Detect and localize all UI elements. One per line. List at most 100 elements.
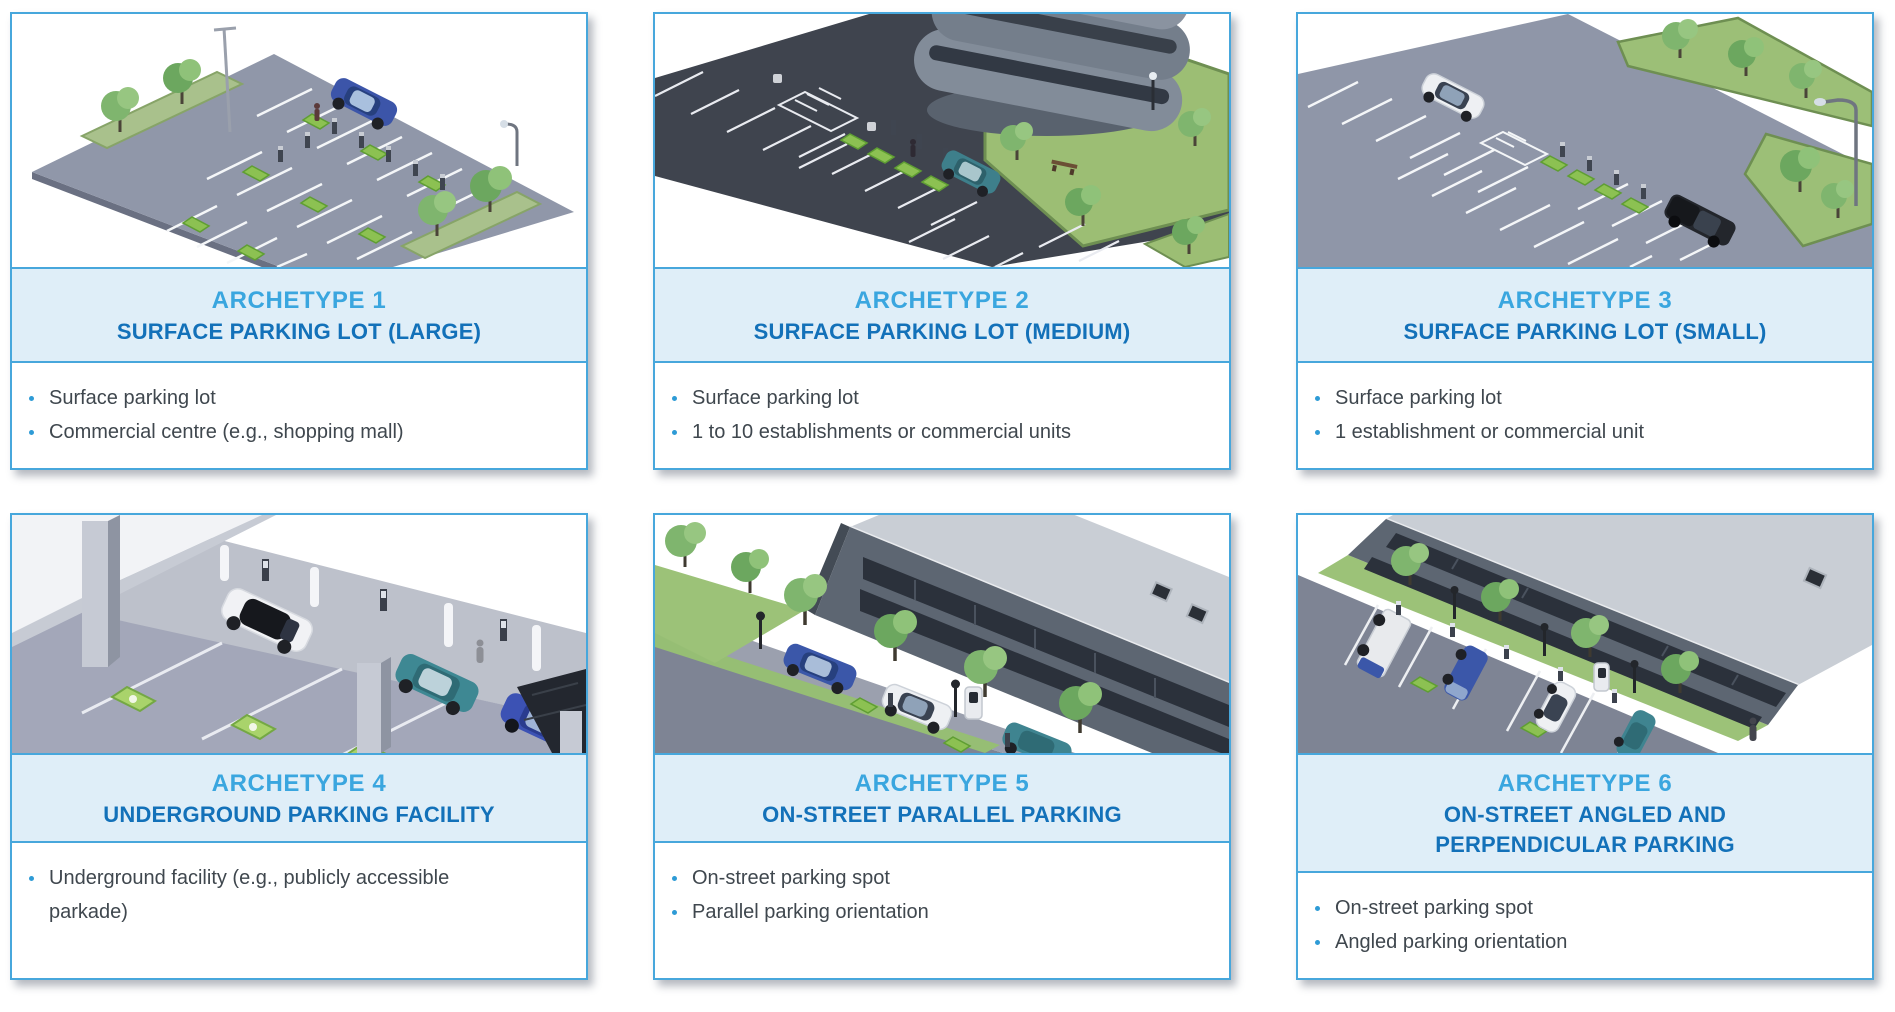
charging-posts: [1396, 601, 1617, 693]
teal-hatchback: [395, 654, 479, 716]
archetype-subtitle: UNDERGROUND PARKING FACILITY: [103, 801, 495, 827]
archetype-6-card: ARCHETYPE 6 ON-STREET ANGLED AND PERPEND…: [1296, 513, 1874, 980]
lamp-post: [756, 611, 765, 649]
accessible-hatch: [1478, 130, 1550, 167]
tree: [784, 574, 827, 625]
grass-verge: [655, 633, 1000, 753]
tree: [418, 191, 456, 236]
archetype-3-card: ARCHETYPE 3 SURFACE PARKING LOT (SMALL) …: [1296, 12, 1874, 470]
archetype-1-scene: [32, 26, 574, 267]
archetype-6-bullets: On-street parking spot Angled parking or…: [1298, 873, 1872, 978]
median-island: [79, 70, 245, 150]
archetype-number: ARCHETYPE 5: [854, 769, 1030, 797]
bullet-item: On-street parking spot: [672, 861, 1143, 895]
person: [910, 139, 916, 157]
parking-stall-lines: [81, 641, 463, 753]
tree: [1571, 615, 1609, 657]
teal-car: [941, 150, 1001, 197]
charging-posts: [278, 118, 445, 190]
archetype-5-scene: [655, 515, 1229, 753]
bullet-item: Surface parking lot: [29, 381, 500, 415]
lamp-post: [1630, 660, 1639, 693]
bullet-dot: [1315, 906, 1320, 911]
archetype-5-bullets: On-street parking spot Parallel parking …: [655, 843, 1229, 978]
archetype-2-scene: [655, 14, 1229, 267]
archetype-1-card: ARCHETYPE 1 SURFACE PARKING LOT (LARGE) …: [10, 12, 588, 470]
archetype-5-illustration: [655, 515, 1229, 753]
archetype-number: ARCHETYPE 1: [211, 286, 387, 314]
archetype-2-bullets: Surface parking lot 1 to 10 establishmen…: [655, 363, 1229, 468]
archetype-2-header: ARCHETYPE 2 SURFACE PARKING LOT (MEDIUM): [655, 267, 1229, 363]
window-band: [1364, 557, 1762, 729]
wall-chargers: [263, 561, 506, 628]
white-suv: [220, 588, 314, 654]
window-mullions: [914, 580, 1156, 698]
bullet-dot: [1315, 396, 1320, 401]
archetype-3-bullets: Surface parking lot 1 establishment or c…: [1298, 363, 1872, 468]
ceiling: [12, 515, 262, 633]
archetype-subtitle: SURFACE PARKING LOT (SMALL): [1403, 318, 1767, 344]
ev-charging-spots: [849, 697, 972, 753]
black-pickup-truck: [1664, 194, 1736, 248]
archetype-5-card: ARCHETYPE 5 ON-STREET PARALLEL PARKING O…: [653, 513, 1231, 980]
tree: [1821, 180, 1854, 218]
bullet-item: Surface parking lot: [1315, 381, 1786, 415]
archetype-number: ARCHETYPE 2: [854, 286, 1030, 314]
archetype-subtitle: ON-STREET PARALLEL PARKING: [762, 801, 1122, 827]
blue-car: [783, 643, 857, 695]
tree: [1059, 682, 1102, 733]
archetype-3-illustration: [1298, 14, 1872, 267]
building-roof: [1386, 515, 1872, 685]
charging-posts: [1560, 142, 1646, 199]
window-band: [860, 589, 1229, 753]
blue-van: [1442, 645, 1488, 701]
archetype-4-scene: [12, 515, 586, 753]
bullet-item: Surface parking lot: [672, 381, 1143, 415]
wall-lights: [220, 545, 541, 671]
teal-car: [1613, 710, 1656, 753]
archetype-number: ARCHETYPE 4: [211, 769, 387, 797]
person: [314, 103, 320, 121]
archetype-number: ARCHETYPE 3: [1497, 286, 1673, 314]
bullet-item: 1 to 10 establishments or commercial uni…: [672, 415, 1143, 449]
archetype-4-illustration: [12, 515, 586, 753]
archetype-4-card: ARCHETYPE 4 UNDERGROUND PARKING FACILITY…: [10, 513, 588, 980]
charging-posts: [1396, 601, 1617, 703]
ceiling-edge: [12, 515, 276, 647]
archetype-3-header: ARCHETYPE 3 SURFACE PARKING LOT (SMALL): [1298, 267, 1872, 363]
lamp-post: [951, 679, 960, 717]
person: [1749, 717, 1757, 741]
bench: [1051, 159, 1078, 176]
parking-lot-surface: [32, 54, 574, 267]
bullet-dot: [1315, 940, 1320, 945]
tree: [101, 87, 139, 132]
tree: [1178, 108, 1211, 146]
light-pole: [213, 26, 237, 133]
bullet-item: 1 establishment or commercial unit: [1315, 415, 1786, 449]
white-car: [881, 683, 953, 734]
bullet-item: Parallel parking orientation: [672, 895, 1143, 929]
archetype-4-bullets: Underground facility (e.g., publicly acc…: [12, 843, 586, 978]
ev-charging-spots: [839, 133, 950, 192]
archetype-1-illustration: [12, 14, 586, 267]
tree: [874, 610, 917, 661]
accessible-hatch: [776, 87, 860, 133]
roof-skylights: [1149, 580, 1209, 625]
bullet-item: On-street parking spot: [1315, 891, 1786, 925]
tree: [470, 166, 512, 212]
archetype-4-header: ARCHETYPE 4 UNDERGROUND PARKING FACILITY: [12, 753, 586, 843]
tree: [1172, 216, 1205, 254]
bullet-item: Angled parking orientation: [1315, 925, 1786, 959]
archetype-3-scene: [1298, 14, 1872, 267]
tree: [1000, 122, 1033, 160]
concrete-pillar: [560, 711, 582, 753]
garage-wall: [72, 525, 586, 723]
lawn: [655, 565, 805, 663]
garage-floor: [12, 610, 586, 753]
tree: [1662, 19, 1698, 58]
bullet-dot: [672, 876, 677, 881]
tree: [1391, 543, 1429, 585]
street-lamp: [1149, 72, 1157, 110]
archetype-subtitle: SURFACE PARKING LOT (MEDIUM): [753, 318, 1131, 344]
